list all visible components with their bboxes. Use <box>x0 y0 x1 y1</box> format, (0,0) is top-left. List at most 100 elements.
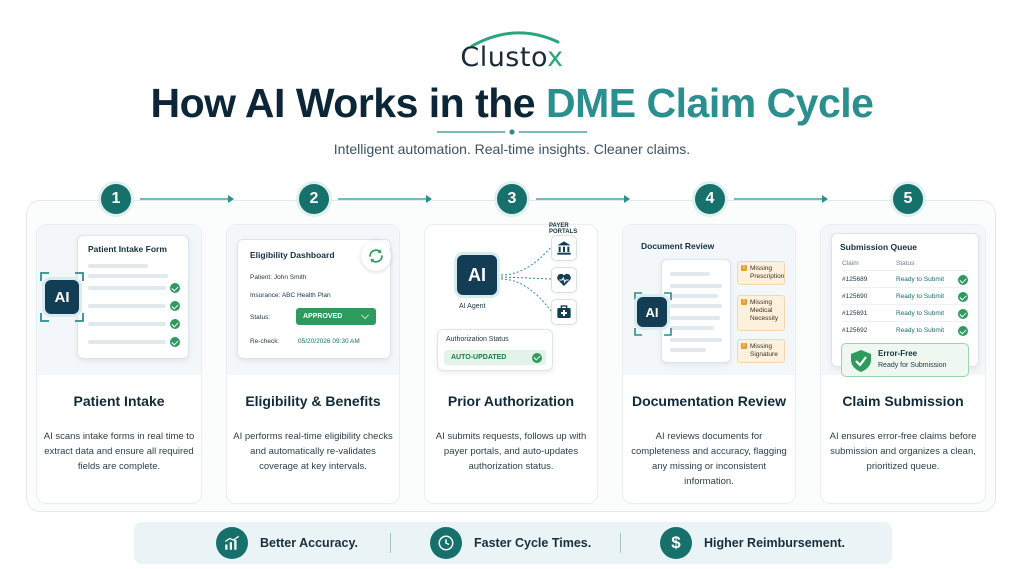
eligibility-illustration: Eligibility Dashboard Patient: John Smit… <box>227 225 399 375</box>
logo-text: Clustox <box>0 42 1024 73</box>
document-review-title: Document Review <box>641 241 715 251</box>
check-icon <box>170 337 180 347</box>
error-free-title: Error-Free <box>878 349 918 358</box>
check-icon <box>361 311 369 319</box>
table-row: #125691 Ready to Submit <box>842 304 968 321</box>
logo-arc-icon <box>470 31 560 48</box>
benefit-label: Faster Cycle Times. <box>474 536 592 550</box>
intake-form-card: Patient Intake Form <box>77 235 189 359</box>
benefit-divider <box>620 533 621 553</box>
benefit-label: Higher Reimbursement. <box>704 536 846 550</box>
status-label: Status: <box>250 314 271 321</box>
step-description: AI submits requests, follows up with pay… <box>435 431 587 472</box>
step-description: AI reviews documents for completeness an… <box>631 431 787 487</box>
title-accent: DME Claim Cycle <box>546 80 874 126</box>
missing-medical-necessity-flag: Missing Medical Necessity <box>737 295 785 331</box>
auto-updated-badge: AUTO-UPDATED <box>444 350 546 365</box>
step-title: Documentation Review <box>631 393 787 409</box>
claim-id: #125692 <box>842 327 868 334</box>
column-status: Status <box>896 260 915 267</box>
growth-chart-icon <box>216 527 248 559</box>
benefits-bar: Better Accuracy. Faster Cycle Times. $ H… <box>134 522 892 564</box>
medical-kit-icon <box>551 299 577 325</box>
step-card-prior-authorization: PAYER PORTALS AI AI Agent Authorization … <box>424 223 598 504</box>
dollar-icon: $ <box>660 527 692 559</box>
eligibility-dashboard-card: Eligibility Dashboard Patient: John Smit… <box>237 239 391 359</box>
scan-frame-icon <box>634 292 672 336</box>
ai-badge: AI <box>637 297 667 327</box>
auto-updated-text: AUTO-UPDATED <box>451 354 507 361</box>
check-icon <box>170 301 180 311</box>
approved-text: APPROVED <box>303 313 343 320</box>
logo-accent: x <box>547 42 564 73</box>
approved-badge: APPROVED <box>296 308 376 325</box>
table-row: #125692 Ready to Submit <box>842 321 968 338</box>
intake-illustration: Patient Intake Form AI <box>37 225 201 375</box>
claim-status: Ready to Submit <box>896 310 945 317</box>
authorization-status-title: Authorization Status <box>446 336 509 343</box>
check-icon <box>170 319 180 329</box>
bank-icon <box>551 235 577 261</box>
step-card-claim-submission: Submission Queue Claim Status #125689 Re… <box>820 224 986 504</box>
page-subtitle: Intelligent automation. Real-time insigh… <box>333 141 691 157</box>
eligibility-dashboard-title: Eligibility Dashboard <box>250 250 335 260</box>
step-card-patient-intake: Patient Intake Form AI Patient Intake AI… <box>36 224 202 504</box>
ai-agent-caption: AI Agent <box>459 303 486 310</box>
ai-badge: AI <box>45 280 79 314</box>
payer-portals-label: PAYER PORTALS <box>549 223 578 235</box>
step-title: Claim Submission <box>842 393 964 409</box>
table-row: #125689 Ready to Submit <box>842 270 968 287</box>
intake-form-title: Patient Intake Form <box>88 244 167 254</box>
table-row: #125690 Ready to Submit <box>842 287 968 304</box>
missing-signature-flag: Missing Signature <box>737 339 785 363</box>
documentation-illustration: Document Review AI Missing Prescription … <box>623 225 795 375</box>
step-title: Eligibility & Benefits <box>245 393 381 409</box>
logo-word: Clusto <box>460 42 548 73</box>
step-card-eligibility: Eligibility Dashboard Patient: John Smit… <box>226 224 400 504</box>
step-description: AI scans intake forms in real time to ex… <box>43 431 195 472</box>
missing-prescription-flag: Missing Prescription <box>737 261 785 285</box>
authorization-illustration: PAYER PORTALS AI AI Agent Authorization … <box>425 223 597 375</box>
scan-frame-icon <box>40 272 84 322</box>
error-free-banner: Error-Free Ready for Submission <box>841 343 969 377</box>
check-icon <box>958 292 968 302</box>
heart-pulse-icon <box>551 267 577 293</box>
brand-logo: Clustox <box>0 14 1024 73</box>
submission-queue-title: Submission Queue <box>840 242 917 252</box>
benefit-better-accuracy: Better Accuracy. <box>216 522 358 564</box>
check-icon <box>958 326 968 336</box>
claim-id: #125690 <box>842 293 868 300</box>
benefit-divider <box>390 533 391 553</box>
refresh-icon <box>361 241 391 271</box>
step-title: Prior Authorization <box>447 393 575 409</box>
step-description: AI ensures error-free claims before subm… <box>829 431 977 472</box>
step-number-4: 4 <box>695 184 725 214</box>
insurance-label: Insurance: <box>250 292 281 299</box>
claim-status: Ready to Submit <box>896 276 945 283</box>
recheck-value: 05/20/2026 09:30 AM <box>298 338 360 345</box>
benefit-label: Better Accuracy. <box>260 536 358 550</box>
insurance-value: ABC Health Plan <box>281 292 331 299</box>
title-main: How AI Works in the <box>150 80 536 126</box>
column-claim: Claim <box>842 260 859 267</box>
check-icon <box>532 352 542 363</box>
benefit-faster-cycle: Faster Cycle Times. <box>430 522 591 564</box>
claim-id: #125689 <box>842 276 868 283</box>
check-icon <box>958 275 968 285</box>
step-card-documentation-review: Document Review AI Missing Prescription … <box>622 224 796 504</box>
claim-id: #125691 <box>842 310 868 317</box>
authorization-status-card: Authorization Status AUTO-UPDATED <box>437 329 553 371</box>
step-number-3: 3 <box>497 184 527 214</box>
ai-agent-badge: AI <box>457 255 497 295</box>
submission-illustration: Submission Queue Claim Status #125689 Re… <box>821 225 985 377</box>
clock-icon <box>430 527 462 559</box>
step-title: Patient Intake <box>73 393 165 409</box>
recheck-label: Re-check: <box>250 338 280 345</box>
step-number-2: 2 <box>299 184 329 214</box>
page-title: How AI Works in the DME Claim Cycle <box>0 80 1024 127</box>
title-divider <box>437 129 587 135</box>
error-free-subtitle: Ready for Submission <box>878 362 947 369</box>
step-number-1: 1 <box>101 184 131 214</box>
claim-status: Ready to Submit <box>896 293 945 300</box>
benefit-higher-reimbursement: $ Higher Reimbursement. <box>660 522 845 564</box>
